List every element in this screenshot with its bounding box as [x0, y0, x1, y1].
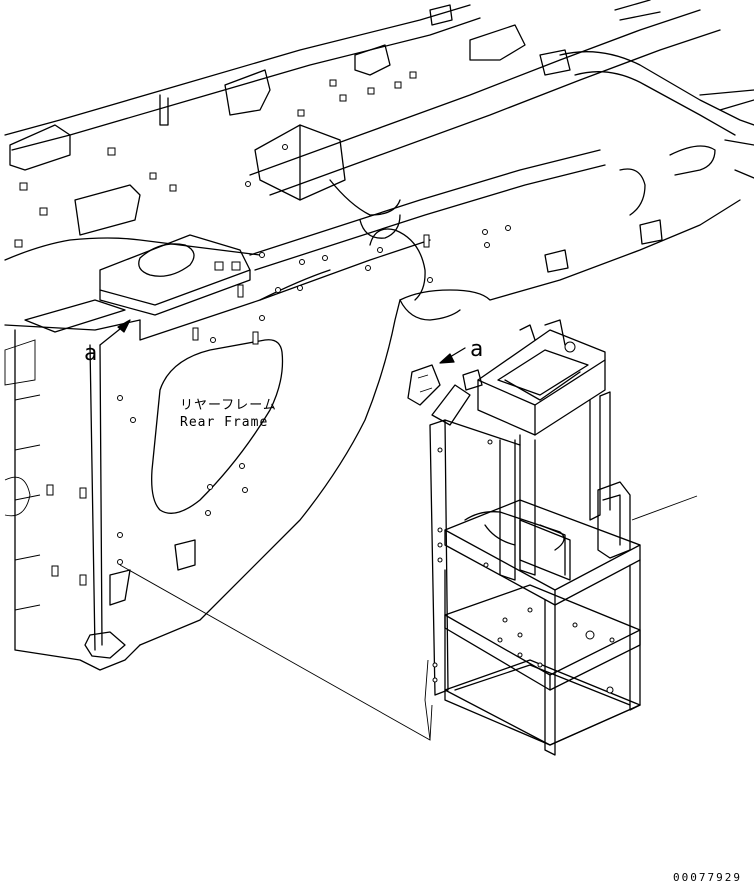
frame-blocks	[14, 71, 430, 586]
rear-frame-assembly: リヤーフレーム Rear Frame a	[4, 0, 754, 671]
shelf-holes	[432, 439, 615, 694]
rear-frame-label-en: Rear Frame	[180, 415, 268, 430]
rear-frame-label-jp: リヤーフレーム	[180, 398, 277, 413]
leader-line-stand	[631, 495, 698, 521]
reference-mark-left: a	[84, 341, 97, 366]
leader-line-mount	[119, 564, 433, 741]
box-stand-assembly: a	[407, 319, 698, 756]
reference-mark-right: a	[470, 337, 483, 362]
drawing-number: 00077929	[673, 871, 742, 884]
frame-bolts	[117, 144, 511, 565]
